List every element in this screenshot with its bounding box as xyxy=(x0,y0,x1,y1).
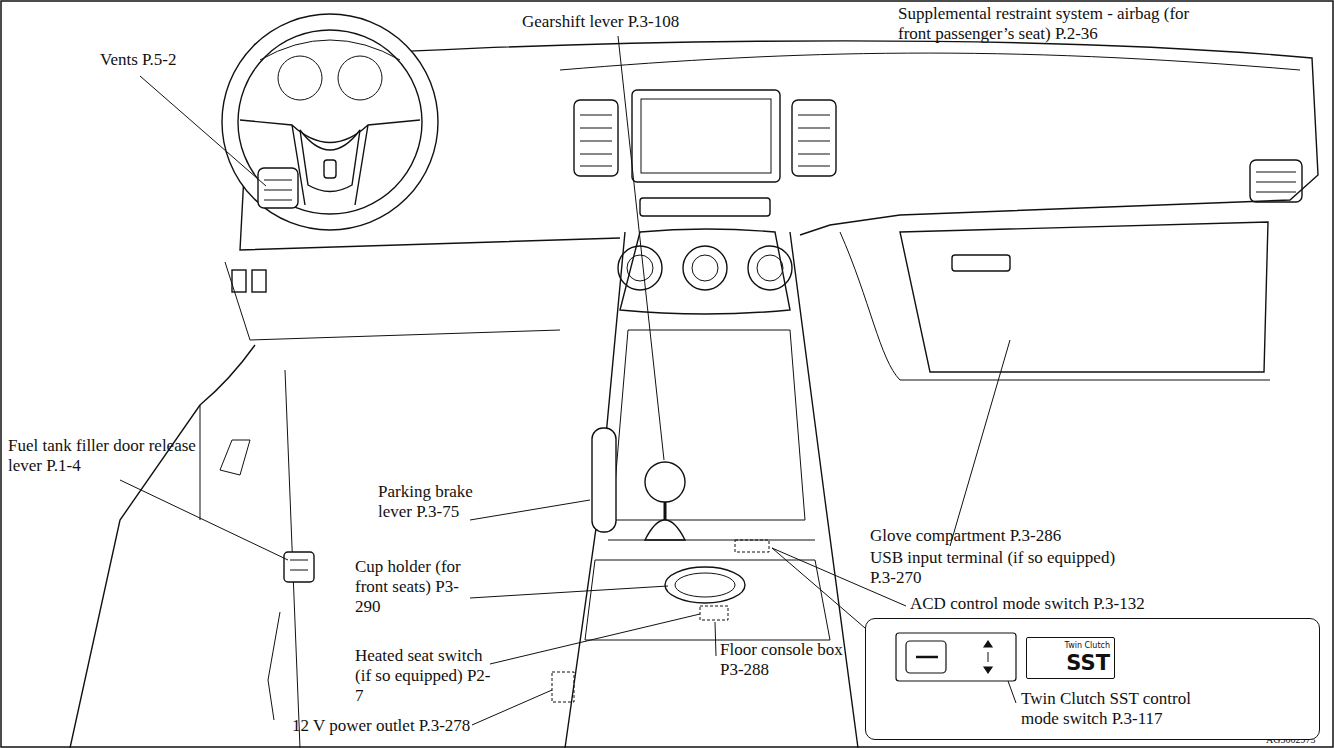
glove-compartment xyxy=(900,222,1268,372)
callout-label: Parking brake lever P.3-75 xyxy=(378,482,498,522)
switch-label-box: Twin ClutchSST xyxy=(1026,637,1115,679)
dash-crest xyxy=(560,53,1300,70)
switch-hidden xyxy=(735,540,769,552)
shift-panel xyxy=(612,330,805,520)
vent-slats xyxy=(798,115,830,166)
cup-holder xyxy=(665,567,745,603)
fuel-lever xyxy=(290,560,308,570)
dash-lower xyxy=(840,232,1270,380)
vent xyxy=(792,100,836,176)
callout-label: Heated seat switch (if so equipped) P2-7 xyxy=(355,646,495,706)
glove-handle xyxy=(952,255,1010,271)
callout-label: 12 V power outlet P.3-278 xyxy=(292,716,470,736)
vent xyxy=(1250,160,1302,202)
dial xyxy=(627,255,653,281)
dial xyxy=(757,255,783,281)
vent-slats xyxy=(1256,172,1296,192)
trim-panel xyxy=(70,345,255,748)
vent-slats xyxy=(580,115,612,166)
gauge xyxy=(278,56,322,100)
parking-brake xyxy=(592,428,616,532)
callout-label: Vents P.5-2 xyxy=(100,50,177,70)
cup-holder xyxy=(675,573,735,597)
callout-label: Twin Clutch SST control mode switch P.3-… xyxy=(1021,689,1211,729)
callout-label: Gearshift lever P.3-108 xyxy=(522,12,679,32)
dash-lower xyxy=(225,262,560,340)
switch-caption: Twin Clutch xyxy=(1027,640,1114,651)
steering-wheel xyxy=(222,14,438,230)
switch xyxy=(252,270,266,292)
callout-label: Glove compartment P.3-286 xyxy=(870,526,1061,546)
console-panel xyxy=(620,229,790,314)
trim-detail xyxy=(220,440,250,475)
vent xyxy=(258,168,298,208)
dial xyxy=(618,246,662,290)
callout-label: Supplemental restraint system - airbag (… xyxy=(898,4,1208,44)
wheel-hub xyxy=(300,130,360,192)
callout-label: Fuel tank filler door release lever P.1-… xyxy=(8,436,208,476)
switch-hidden xyxy=(700,606,728,620)
console-box xyxy=(585,560,830,640)
shift-shaft xyxy=(664,500,667,520)
outlet-hidden xyxy=(552,672,574,702)
dial xyxy=(692,255,718,281)
vent-slats xyxy=(264,180,292,200)
dial xyxy=(683,246,727,290)
vent xyxy=(574,100,618,176)
dial xyxy=(748,246,792,290)
buttons xyxy=(640,198,770,216)
callout-label: ACD control mode switch P.3-132 xyxy=(910,594,1145,614)
switch-brand: SST xyxy=(1027,651,1114,675)
shift-knob xyxy=(645,462,685,502)
gauge xyxy=(260,40,400,60)
callout-label: USB input terminal (if so equipped) P.3-… xyxy=(870,548,1145,588)
trim-detail xyxy=(268,612,280,720)
gauge xyxy=(338,56,382,100)
callout-label: Cup holder (for front seats) P3-290 xyxy=(355,557,481,617)
steering-wheel xyxy=(238,30,422,214)
screen xyxy=(632,90,780,182)
emblem xyxy=(324,160,336,178)
console xyxy=(565,232,858,748)
fuel-lever xyxy=(284,552,314,582)
console-edge xyxy=(608,540,815,541)
inset-panel: Twin Clutch SST control mode switch P.3-… xyxy=(865,618,1320,740)
shift-boot xyxy=(645,520,685,540)
screen-display xyxy=(641,99,771,173)
switch xyxy=(232,270,246,292)
callout-label: Floor console box P3-288 xyxy=(720,640,855,680)
